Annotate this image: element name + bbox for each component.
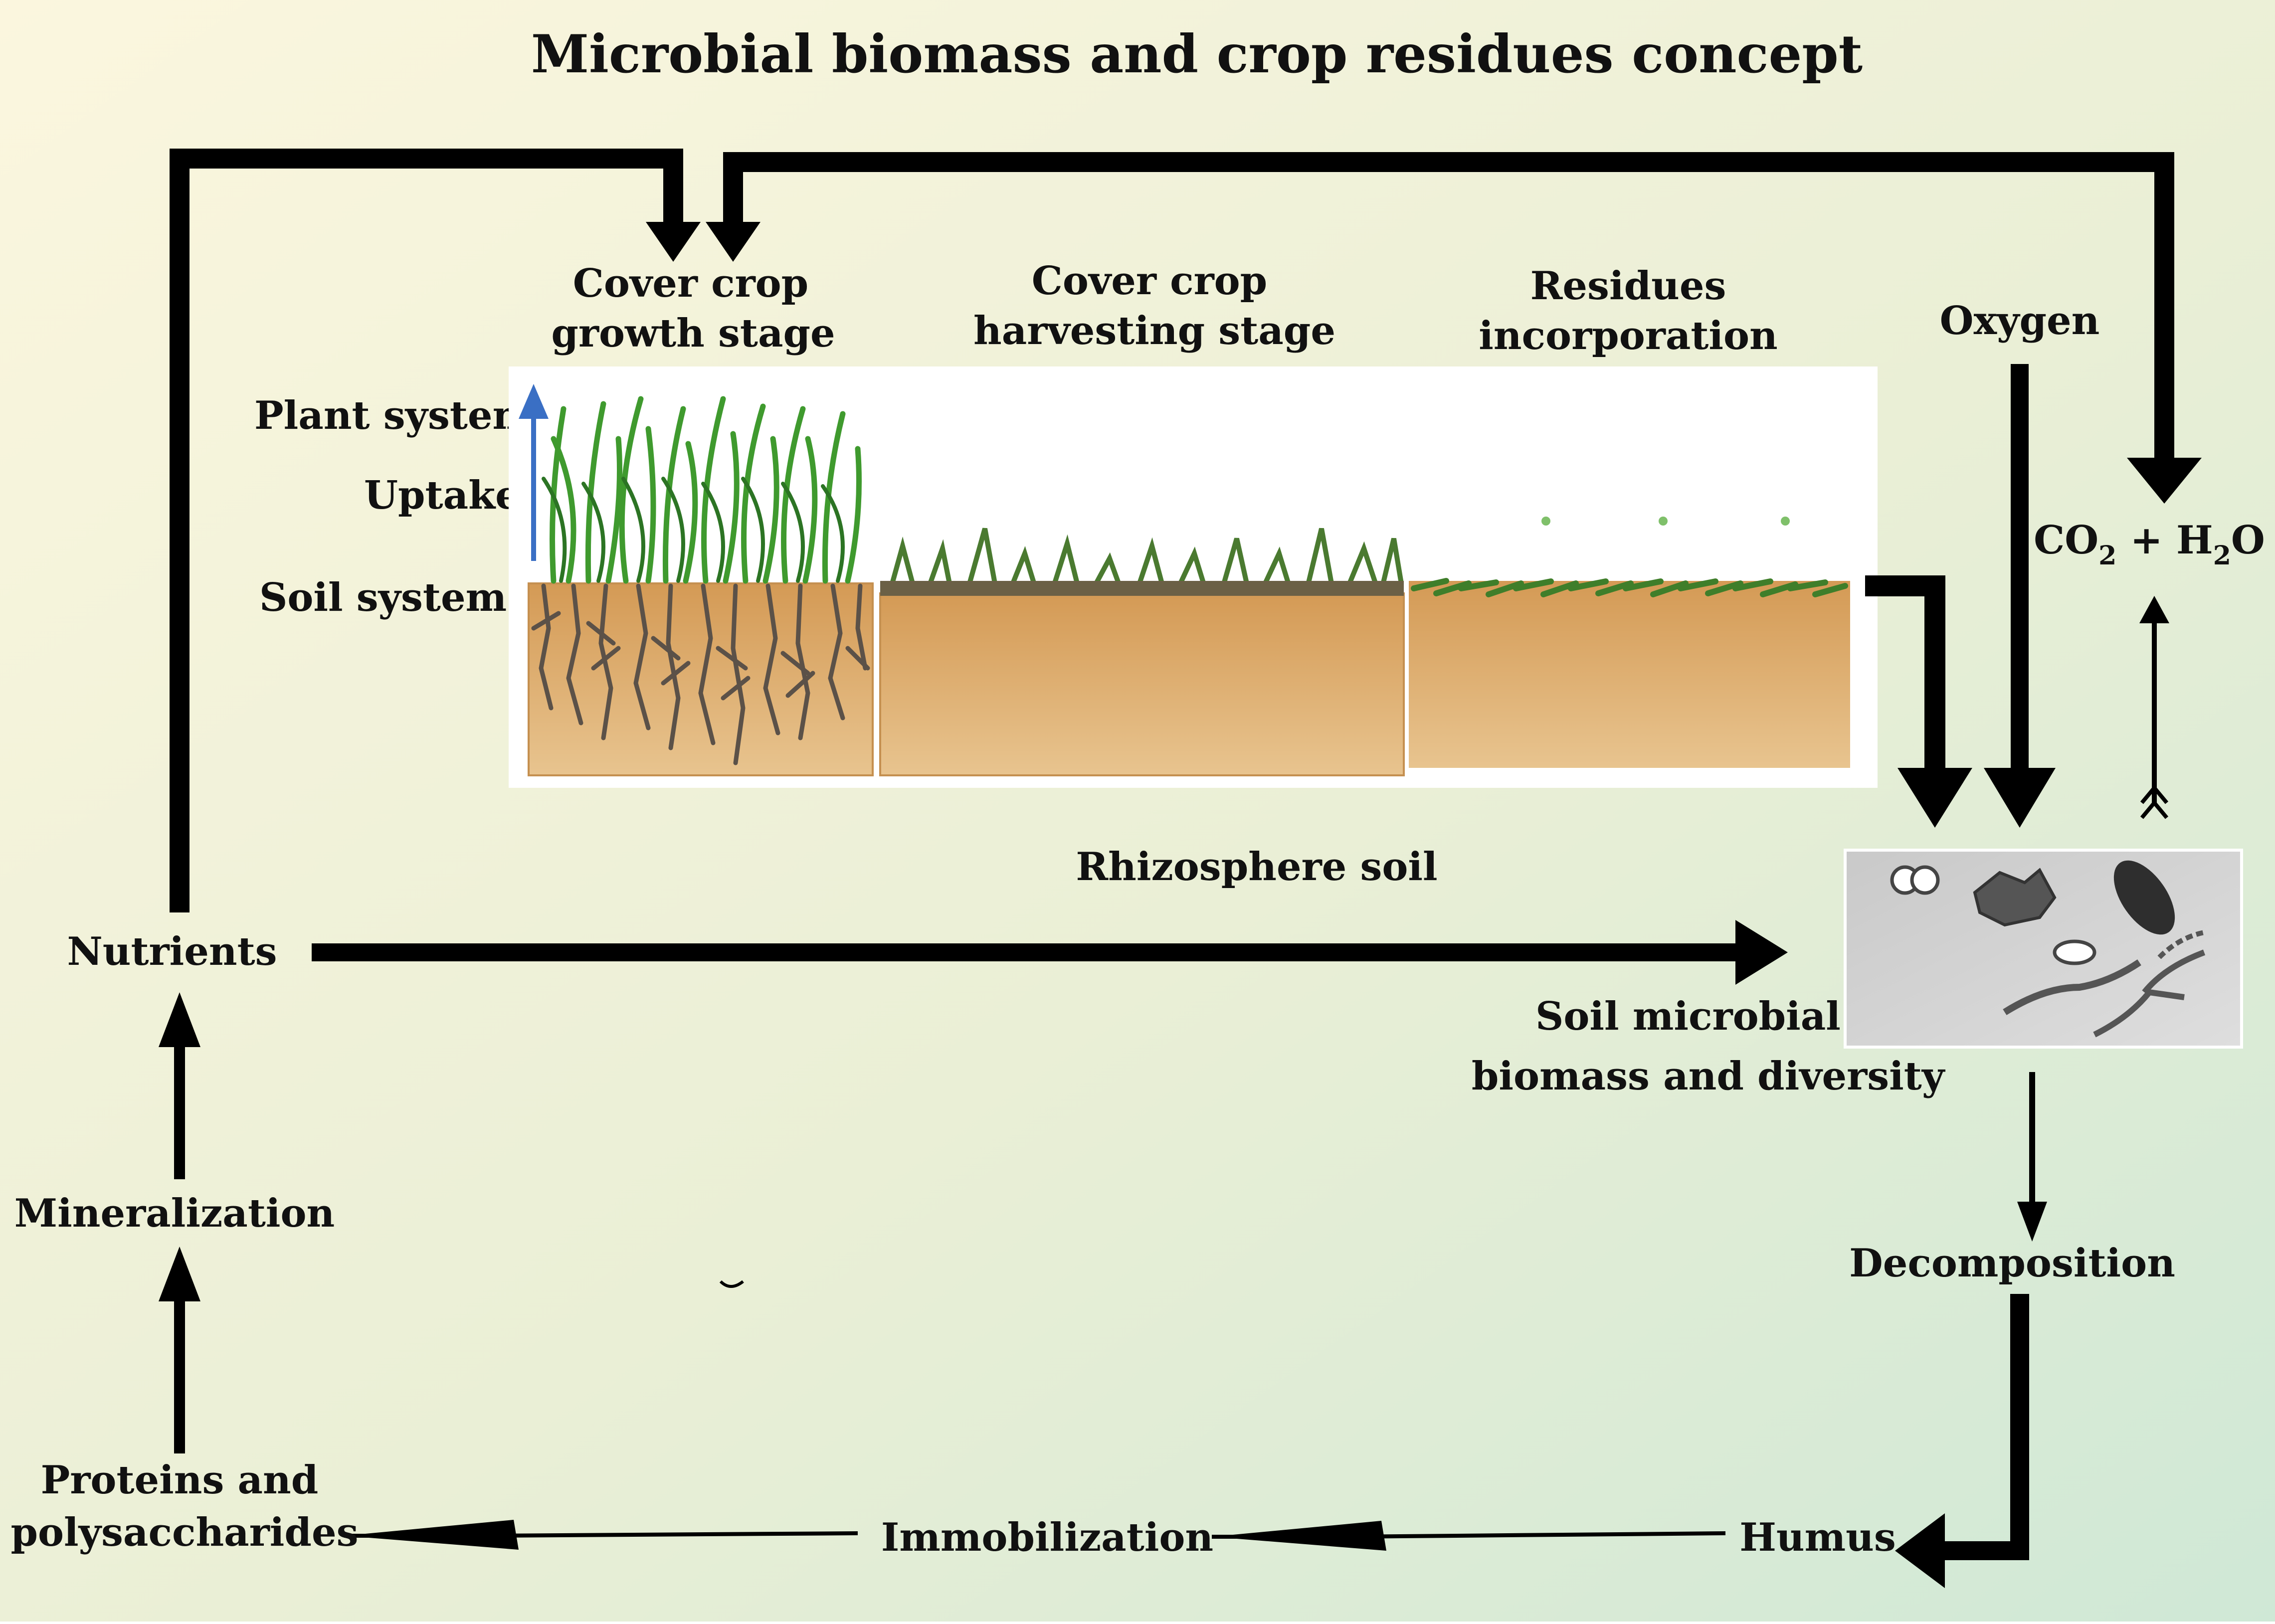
residues-to-microbes-arrowhead bbox=[1897, 768, 1972, 828]
incorporated-residues bbox=[1411, 578, 1848, 597]
microbes-image bbox=[1844, 849, 2243, 1049]
growing-grass-dark bbox=[542, 477, 845, 583]
proteins-line2: polysaccharides bbox=[10, 1510, 358, 1555]
humus-to-immobilization-arrowhead bbox=[1212, 1521, 1386, 1551]
mineralization-to-nutrients-arrowhead bbox=[159, 992, 200, 1047]
decomposition-to-humus-arrowhead bbox=[1895, 1513, 1945, 1588]
rhizosphere-label: Rhizosphere soil bbox=[1076, 844, 1437, 890]
stage-growth-line1: Cover crop bbox=[573, 261, 808, 306]
co2-return-loop-arrowhead-left bbox=[706, 222, 760, 262]
diagram-title: Microbial biomass and crop residues conc… bbox=[531, 23, 1863, 85]
stage-growth-line2: growth stage bbox=[551, 311, 835, 356]
plant-system-label: Plant system bbox=[254, 393, 534, 438]
nutrient-uptake-loop-arrowhead bbox=[646, 222, 701, 262]
harvest-residue-layer bbox=[880, 581, 1404, 596]
crop-scene-panel bbox=[509, 366, 1878, 788]
stage-residues-line1: Residues bbox=[1530, 263, 1726, 309]
nutrients-to-microbes-arrowhead bbox=[1735, 920, 1788, 985]
microbes-to-decomposition-arrowhead bbox=[2017, 1202, 2047, 1242]
root-system bbox=[531, 583, 870, 765]
oxygen-label: Oxygen bbox=[1940, 298, 2100, 344]
stage-harvest-line2: harvesting stage bbox=[973, 308, 1335, 354]
respiration-arrow-fletching bbox=[2140, 784, 2169, 819]
immobilization-label: Immobilization bbox=[881, 1515, 1213, 1560]
proteins-line1: Proteins and bbox=[41, 1457, 319, 1503]
seed-dot bbox=[1541, 517, 1550, 526]
co2-return-loop-line bbox=[723, 152, 2174, 464]
harvested-stubble bbox=[888, 528, 1404, 593]
immobilization-to-proteins-arrowhead bbox=[344, 1520, 519, 1550]
nutrient-uptake-loop-line bbox=[170, 149, 683, 912]
stage-residues-line2: incorporation bbox=[1479, 313, 1778, 359]
microbial-biomass-line2: biomass and diversity bbox=[1472, 1054, 1946, 1099]
mineralization-label: Mineralization bbox=[14, 1191, 335, 1236]
decomposition-to-humus-line bbox=[1945, 1294, 2029, 1560]
decomposition-label: Decomposition bbox=[1849, 1241, 2175, 1286]
stage-harvest-line1: Cover crop bbox=[1032, 258, 1267, 304]
co2-return-loop-arrowhead-right bbox=[2127, 458, 2202, 504]
humus-label: Humus bbox=[1739, 1515, 1896, 1560]
residues-to-microbes-line bbox=[1865, 575, 1945, 770]
soil-block-growth bbox=[528, 582, 874, 776]
stray-mark bbox=[719, 1280, 744, 1288]
respiration-arrowhead bbox=[2139, 596, 2169, 623]
soil-system-label: Soil system bbox=[259, 575, 507, 620]
proteins-to-mineralization-arrowhead bbox=[159, 1247, 200, 1301]
oxygen-arrowhead bbox=[1984, 768, 2056, 828]
seed-dot bbox=[1659, 517, 1668, 526]
soil-block-harvest bbox=[879, 592, 1405, 776]
nutrients-label: Nutrients bbox=[67, 929, 277, 974]
soil-block-residues bbox=[1409, 581, 1850, 768]
seed-dot bbox=[1781, 517, 1790, 526]
co2-h2o-label: CO2 + H2O bbox=[2034, 518, 2265, 571]
microbial-biomass-line1: Soil microbial bbox=[1535, 994, 1841, 1039]
uptake-label: Uptake bbox=[364, 473, 520, 518]
uptake-blue-arrowhead bbox=[519, 384, 549, 419]
